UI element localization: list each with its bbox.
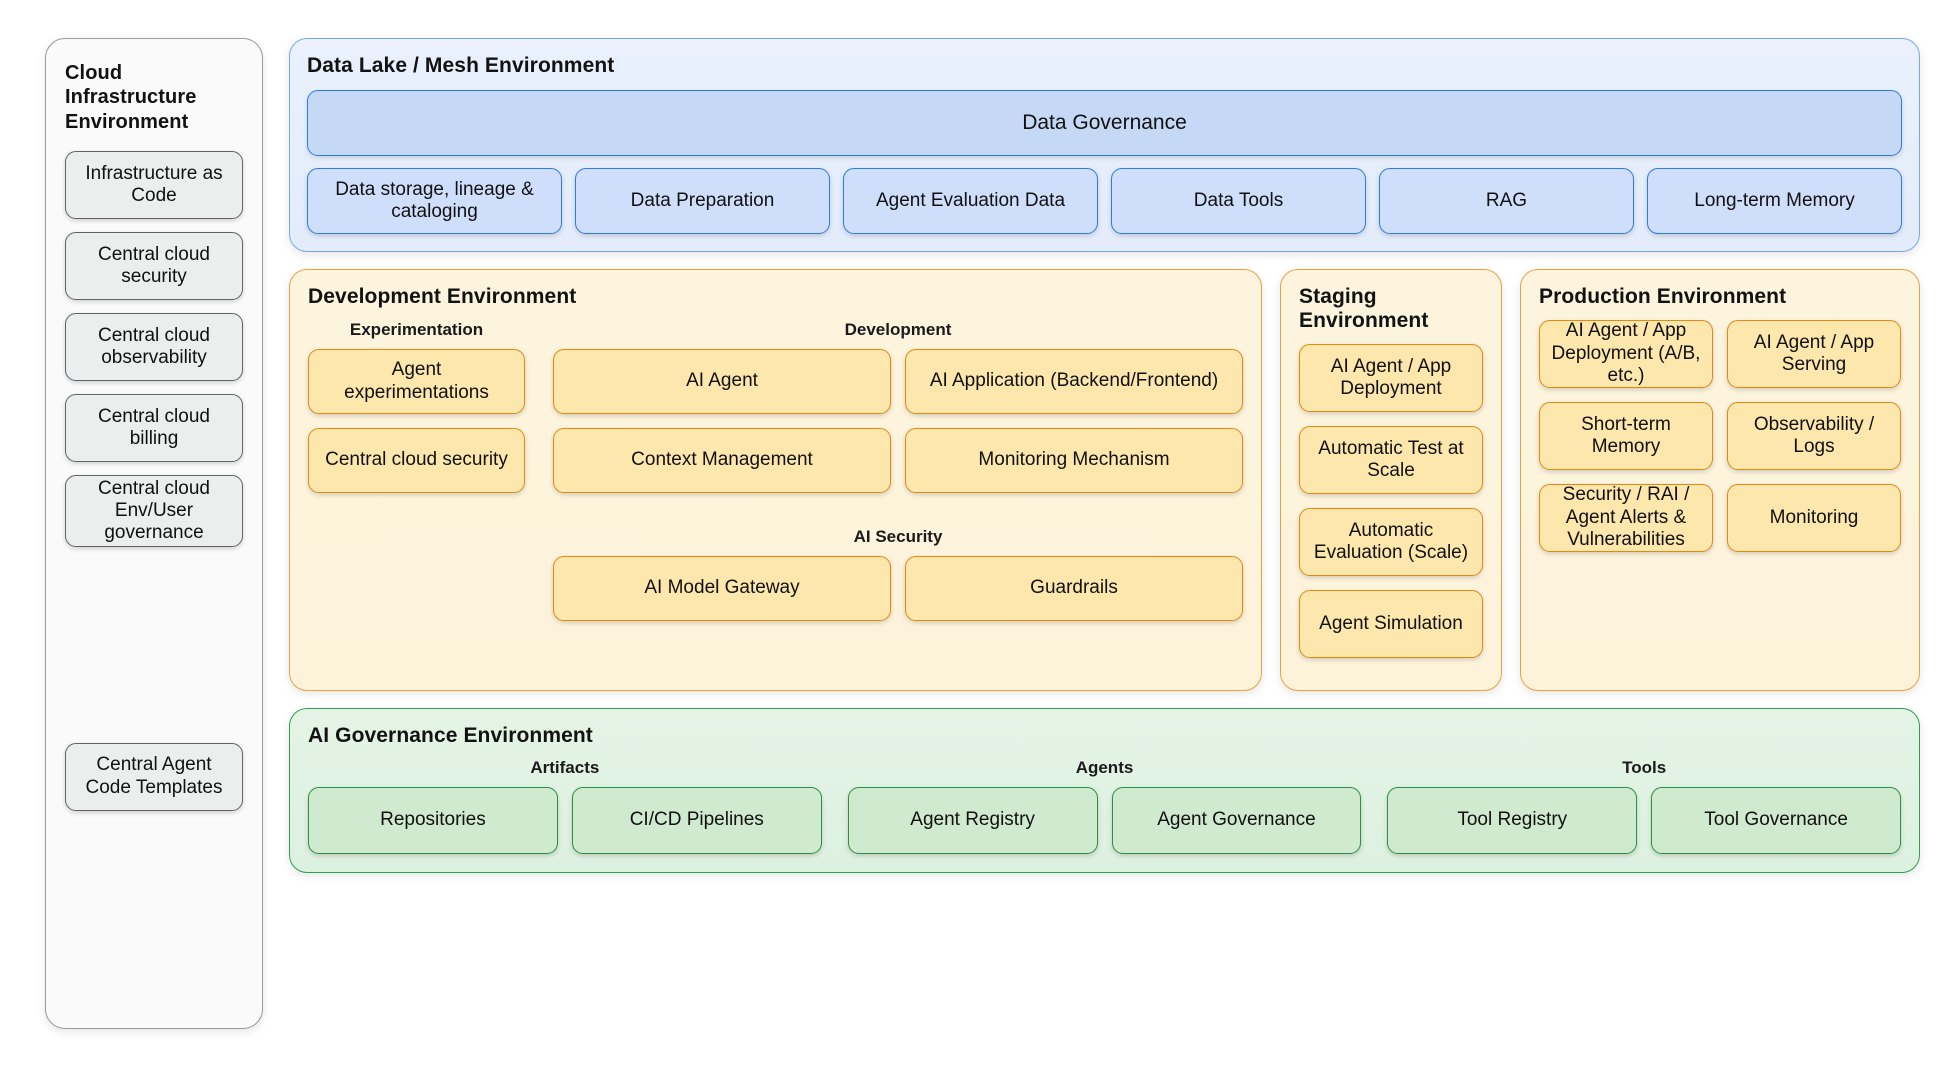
governance-group-artifacts: Artifacts Repositories CI/CD Pipelines (308, 758, 822, 854)
staging-box-agent-simulation[interactable]: Agent Simulation (1299, 590, 1483, 658)
data-lake-title: Data Lake / Mesh Environment (307, 54, 615, 77)
prod-box-ai-agent-app-deployment-ab[interactable]: AI Agent / App Deployment (A/B, etc.) (1539, 320, 1713, 388)
ai-governance-groups: Artifacts Repositories CI/CD Pipelines A… (308, 758, 1902, 854)
tools-row: Tool Registry Tool Governance (1387, 787, 1902, 854)
environments-row: Development Environment Experimentation … (289, 269, 1920, 691)
development-columns: Experimentation Agent experimentations C… (308, 320, 1243, 621)
prod-box-ai-agent-app-serving[interactable]: AI Agent / App Serving (1727, 320, 1901, 388)
gov-box-tool-governance[interactable]: Tool Governance (1651, 787, 1902, 854)
cloud-box-central-cloud-security[interactable]: Central cloud security (65, 232, 243, 301)
governance-group-agents: Agents Agent Registry Agent Governance (847, 758, 1362, 854)
cloud-box-central-cloud-billing[interactable]: Central cloud billing (65, 394, 243, 463)
production-col2: AI Agent / App Serving Observability / L… (1727, 320, 1901, 566)
cloud-box-central-agent-code-templates[interactable]: Central Agent Code Templates (65, 742, 243, 811)
data-lake-environment: Data Lake / Mesh Environment Data Govern… (289, 38, 1920, 252)
data-box-agent-evaluation-data[interactable]: Agent Evaluation Data (843, 168, 1098, 234)
prod-box-observability-logs[interactable]: Observability / Logs (1727, 402, 1901, 470)
staging-box-automatic-evaluation-scale[interactable]: Automatic Evaluation (Scale) (1299, 508, 1483, 576)
cloud-infrastructure-title: Cloud Infrastructure Environment (65, 62, 197, 133)
cloud-box-infrastructure-as-code[interactable]: Infrastructure as Code (65, 151, 243, 220)
prod-box-short-term-memory[interactable]: Short-term Memory (1539, 402, 1713, 470)
staging-title: Staging Environment (1299, 285, 1429, 332)
dev-box-guardrails[interactable]: Guardrails (905, 556, 1243, 621)
dev-box-monitoring-mechanism[interactable]: Monitoring Mechanism (905, 428, 1243, 493)
gov-box-agent-governance[interactable]: Agent Governance (1111, 787, 1362, 854)
staging-box-automatic-test-at-scale[interactable]: Automatic Test at Scale (1299, 426, 1483, 494)
production-environment: Production Environment AI Agent / App De… (1520, 269, 1920, 691)
cloud-spacer-bottom (65, 824, 243, 1006)
staging-box-ai-agent-app-deployment[interactable]: AI Agent / App Deployment (1299, 344, 1483, 412)
ai-security-group: AI Security AI Model Gateway Guardrails (553, 527, 1243, 621)
ai-security-label: AI Security (853, 527, 943, 546)
prod-box-monitoring[interactable]: Monitoring (1727, 484, 1901, 552)
development-group-label: Development (844, 320, 952, 339)
dev-box-central-cloud-security[interactable]: Central cloud security (308, 428, 525, 493)
cloud-spacer (65, 560, 243, 742)
production-title: Production Environment (1539, 285, 1787, 308)
development-title: Development Environment (308, 285, 577, 308)
ai-security-row: AI Model Gateway Guardrails (553, 556, 1243, 621)
ai-governance-environment: AI Governance Environment Artifacts Repo… (289, 708, 1920, 873)
tools-label: Tools (1622, 758, 1667, 777)
gov-box-repositories[interactable]: Repositories (308, 787, 558, 854)
cloud-box-central-cloud-env-user-governance[interactable]: Central cloud Env/User governance (65, 475, 243, 548)
right-column: Data Lake / Mesh Environment Data Govern… (289, 38, 1920, 1029)
development-group-col1: AI Agent Context Management (553, 349, 891, 507)
data-governance-box[interactable]: Data Governance (307, 90, 1902, 156)
dev-box-ai-model-gateway[interactable]: AI Model Gateway (553, 556, 891, 621)
experimentation-group: Experimentation Agent experimentations C… (308, 320, 525, 621)
data-lake-box-row: Data storage, lineage & cataloging Data … (307, 168, 1902, 234)
data-box-rag[interactable]: RAG (1379, 168, 1634, 234)
data-box-long-term-memory[interactable]: Long-term Memory (1647, 168, 1902, 234)
production-grid: AI Agent / App Deployment (A/B, etc.) Sh… (1539, 320, 1901, 566)
dev-box-context-management[interactable]: Context Management (553, 428, 891, 493)
dev-box-ai-application[interactable]: AI Application (Backend/Frontend) (905, 349, 1243, 414)
development-group-grid: AI Agent Context Management AI Applicati… (553, 349, 1243, 507)
experimentation-label: Experimentation (349, 320, 484, 339)
ai-governance-title: AI Governance Environment (308, 724, 593, 747)
gov-box-tool-registry[interactable]: Tool Registry (1387, 787, 1638, 854)
agents-row: Agent Registry Agent Governance (847, 787, 1362, 854)
development-group-col2: AI Application (Backend/Frontend) Monito… (905, 349, 1243, 507)
dev-box-ai-agent[interactable]: AI Agent (553, 349, 891, 414)
agents-label: Agents (1075, 758, 1134, 777)
dev-box-agent-experimentations[interactable]: Agent experimentations (308, 349, 525, 414)
data-box-storage-lineage-cataloging[interactable]: Data storage, lineage & cataloging (307, 168, 562, 234)
artifacts-row: Repositories CI/CD Pipelines (308, 787, 822, 854)
data-box-data-preparation[interactable]: Data Preparation (575, 168, 830, 234)
cloud-box-central-cloud-observability[interactable]: Central cloud observability (65, 313, 243, 382)
gov-box-agent-registry[interactable]: Agent Registry (847, 787, 1098, 854)
gov-box-cicd-pipelines[interactable]: CI/CD Pipelines (571, 787, 822, 854)
production-col1: AI Agent / App Deployment (A/B, etc.) Sh… (1539, 320, 1713, 566)
cloud-infrastructure-environment: Cloud Infrastructure Environment Infrast… (45, 38, 263, 1029)
governance-group-tools: Tools Tool Registry Tool Governance (1387, 758, 1902, 854)
development-environment: Development Environment Experimentation … (289, 269, 1262, 691)
staging-environment: Staging Environment AI Agent / App Deplo… (1280, 269, 1502, 691)
data-box-data-tools[interactable]: Data Tools (1111, 168, 1366, 234)
development-group: Development AI Agent Context Management … (553, 320, 1243, 621)
artifacts-label: Artifacts (530, 758, 600, 777)
prod-box-security-rai-agent-alerts[interactable]: Security / RAI / Agent Alerts & Vulnerab… (1539, 484, 1713, 552)
